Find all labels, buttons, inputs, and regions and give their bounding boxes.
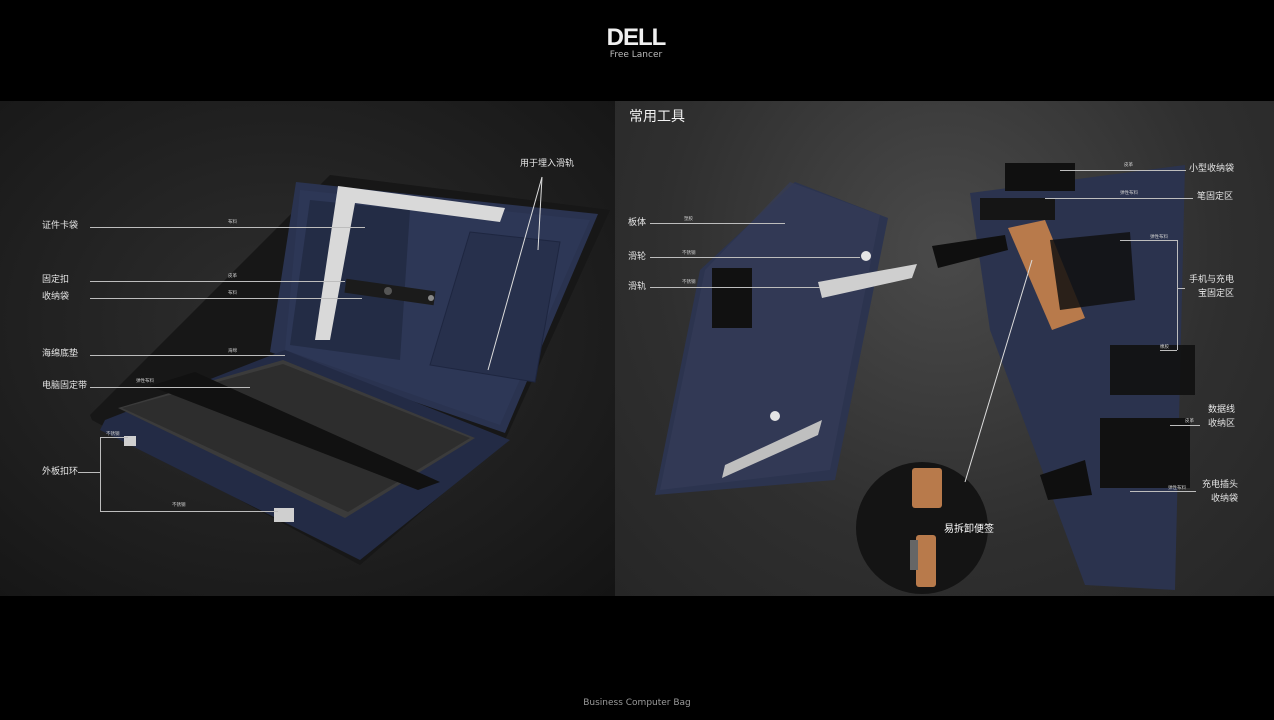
leader-charger-pouch	[1130, 491, 1196, 492]
material-card-pocket: 布料	[228, 220, 237, 225]
leader-pulley	[650, 257, 860, 258]
material-board: 塑胶	[684, 217, 693, 222]
material-charger-pouch: 弹性布料	[1168, 486, 1186, 491]
label-charger-pouch: 充电插头收纳袋	[1201, 480, 1238, 504]
label-pulley: 滑轮	[628, 252, 647, 262]
label-card-pocket: 证件卡袋	[42, 221, 79, 231]
leader-sponge-pad	[90, 355, 285, 356]
leader-phone-holder-bottom	[1160, 350, 1177, 351]
label-sticky-note: 易拆卸便签	[944, 524, 994, 535]
material-phone-holder: 弹性布料	[1150, 235, 1168, 240]
brand-subtitle: Free Lancer	[609, 50, 663, 60]
open-laptop-bag-render	[90, 175, 610, 565]
material-laptop-strap: 弹性布料	[136, 379, 154, 384]
material-sponge-pad: 海绵	[228, 349, 237, 354]
label-rail: 滑轨	[628, 282, 647, 292]
leader-storage-bag	[90, 298, 362, 299]
label-outer-clasp: 外板扣环	[42, 467, 79, 477]
leader-phone-holder-mid	[1177, 288, 1185, 289]
label-storage-bag: 收纳袋	[42, 292, 70, 302]
brand-wordmark: DELL	[606, 24, 667, 51]
leader-small-pouch	[1060, 170, 1186, 171]
material-storage-bag: 布料	[228, 291, 237, 296]
material-rail: 不锈钢	[682, 280, 696, 285]
material-small-pouch: 皮革	[1124, 163, 1133, 168]
material-buckle: 皮革	[228, 274, 237, 279]
tool-board-left-render	[655, 182, 917, 495]
material-pulley: 不锈钢	[682, 251, 696, 256]
leader-outer-clasp-top	[100, 437, 128, 438]
material-cable-storage: 皮革	[1185, 419, 1194, 424]
material-phone-holder-base: 橡胶	[1160, 345, 1169, 350]
material-outer-clasp-top: 不锈钢	[106, 432, 120, 437]
material-outer-clasp-bottom: 不锈钢	[172, 503, 186, 508]
label-slide-rail-slot: 用于埋入滑轨	[520, 159, 575, 169]
material-pen-holder: 弹性布料	[1120, 191, 1138, 196]
leader-outer-clasp-bottom	[100, 511, 278, 512]
leader-board	[650, 223, 785, 224]
label-sponge-pad: 海绵底垫	[42, 349, 79, 359]
leader-laptop-strap	[90, 387, 250, 388]
tool-board-right-render	[932, 163, 1195, 590]
label-laptop-strap: 电脑固定带	[42, 381, 88, 391]
leader-buckle	[90, 281, 345, 282]
label-buckle: 固定扣	[42, 275, 70, 285]
section-title-common-tools: 常用工具	[629, 109, 685, 125]
leader-card-pocket	[90, 227, 365, 228]
leader-pen-holder	[1045, 198, 1193, 199]
label-board: 板体	[628, 218, 647, 228]
footer-caption: Business Computer Bag	[583, 698, 691, 708]
leader-cable-storage	[1170, 425, 1200, 426]
leader-rail	[650, 287, 820, 288]
leader-outer-clasp-bracket	[100, 437, 101, 511]
leader-phone-holder-bracket	[1177, 240, 1178, 350]
leader-outer-clasp	[78, 472, 100, 473]
label-small-pouch: 小型收纳袋	[1189, 164, 1235, 174]
label-phone-holder: 手机与充电宝固定区	[1188, 275, 1234, 299]
dell-logo: DELL Free Lancer	[601, 24, 671, 61]
label-cable-storage: 数据线收纳区	[1207, 405, 1235, 429]
sticky-note-detail-inset	[856, 462, 988, 594]
label-pen-holder: 笔固定区	[1197, 192, 1234, 202]
leader-phone-holder-top	[1120, 240, 1177, 241]
